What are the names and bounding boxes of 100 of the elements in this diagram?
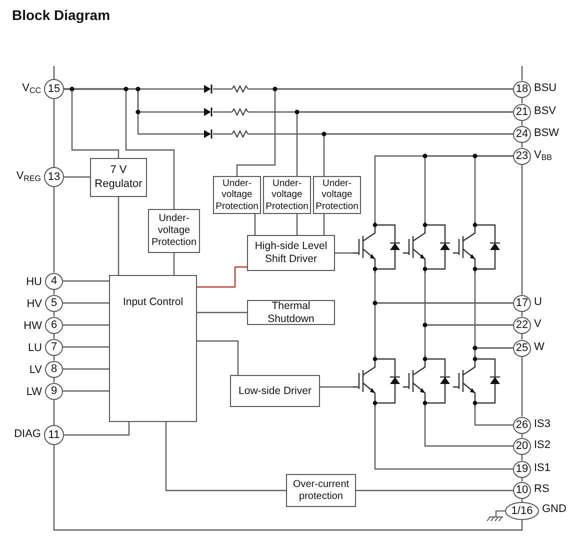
wire [63,280,109,282]
pin-circle: 24 [513,126,531,142]
pin-label: HV [26,298,42,310]
pin-label: RS [534,484,550,494]
pin-circle: 1/16 [505,502,539,520]
pin-label: U [534,296,542,308]
pin-circle: 5 [45,294,63,312]
wire [335,252,353,254]
pin-circle: 23 [513,148,531,164]
wire [248,88,513,90]
wire [213,111,232,113]
wire [323,214,325,235]
pin-circle: 21 [513,104,531,120]
wire [296,214,298,235]
wire [197,266,247,288]
wire [63,368,109,370]
igbt-diode-symbol [403,355,451,407]
pin-label: LW [26,386,42,398]
pin-label: BSU [534,82,557,94]
wire [424,324,513,355]
pin-label: V$_{CC}$ [22,83,41,95]
wire [374,302,513,355]
wire [248,111,513,113]
wire [165,422,286,492]
pin-label: HW [24,320,42,332]
wire [320,386,353,388]
pin-label: IS1 [534,462,551,474]
resistor-symbol [232,85,248,93]
wire [64,176,90,178]
pin-label: V$_{BB}$ [534,150,552,162]
wire [424,407,513,447]
wire [53,187,55,272]
pin-circle: 17 [513,294,531,312]
wire [197,340,239,375]
pin-label: LU [28,342,42,354]
wire [254,214,256,235]
pin-label: HU [26,276,42,288]
function-block: Under-voltage Protection [148,209,200,253]
wire [374,407,513,470]
function-block: Under-voltage Protection [313,176,361,214]
wire [63,390,109,392]
pin-circle: 26 [513,416,531,434]
wire [118,197,120,275]
function-block: Under-voltage Protection [263,176,311,214]
pin-label: W [534,342,544,352]
function-block: Input Control [109,275,197,422]
wire [64,88,204,135]
wire [213,133,232,135]
wire [213,88,232,90]
pin-circle: 7 [45,338,63,356]
pin-circle: 25 [513,340,531,356]
resistor-symbol [232,130,248,138]
resistor-symbol [232,108,248,116]
pin-label: IS2 [534,440,551,450]
wire [521,164,523,294]
igbt-diode-symbol [353,221,401,273]
igbt-diode-symbol [453,221,501,273]
wire [64,422,130,436]
pin-circle: 4 [45,272,63,290]
function-block: Low-side Driver [230,375,320,407]
diode-symbol [204,84,213,94]
pin-circle: 22 [513,316,531,334]
pin-circle: 19 [513,460,531,478]
wire [248,133,513,135]
diode-symbol [204,129,213,139]
wire [53,66,55,79]
igbt-diode-symbol [353,355,401,407]
pin-circle: 8 [45,360,63,378]
wire [53,445,523,531]
pin-label: LV [29,364,42,376]
igbt-diode-symbol [453,355,501,407]
pin-circle: 11 [44,425,64,445]
function-block: Under-voltage Protection [213,176,261,214]
pin-label: V$_{REG}$ [16,171,41,183]
pin-circle: 15 [44,79,64,99]
wire [474,407,513,426]
wire [63,302,109,304]
diode-symbol [204,107,213,117]
pin-circle: 10 [513,482,531,498]
pin-label: IS3 [534,418,551,430]
pin-circle: 18 [513,80,531,98]
igbt-diode-symbol [403,221,451,273]
function-block: Over-current protection [286,474,356,507]
pin-label: GND [542,504,566,515]
function-block: Thermal Shutdown [247,300,335,325]
pin-label: DIAG [14,429,41,440]
wire [53,400,55,425]
pin-label: BSV [534,106,556,116]
wire [474,347,513,355]
wire [521,356,523,416]
pin-circle: 20 [513,438,531,454]
diagram-title: Block Diagram [12,7,110,23]
pin-label: V [534,318,542,330]
function-block: 7 V Regulator [90,158,147,197]
pin-circle: 6 [45,316,63,334]
wire [173,253,175,275]
wire [197,312,247,314]
wire [356,490,513,492]
wire [474,155,513,221]
function-block: High-side Level Shift Driver [247,235,335,271]
